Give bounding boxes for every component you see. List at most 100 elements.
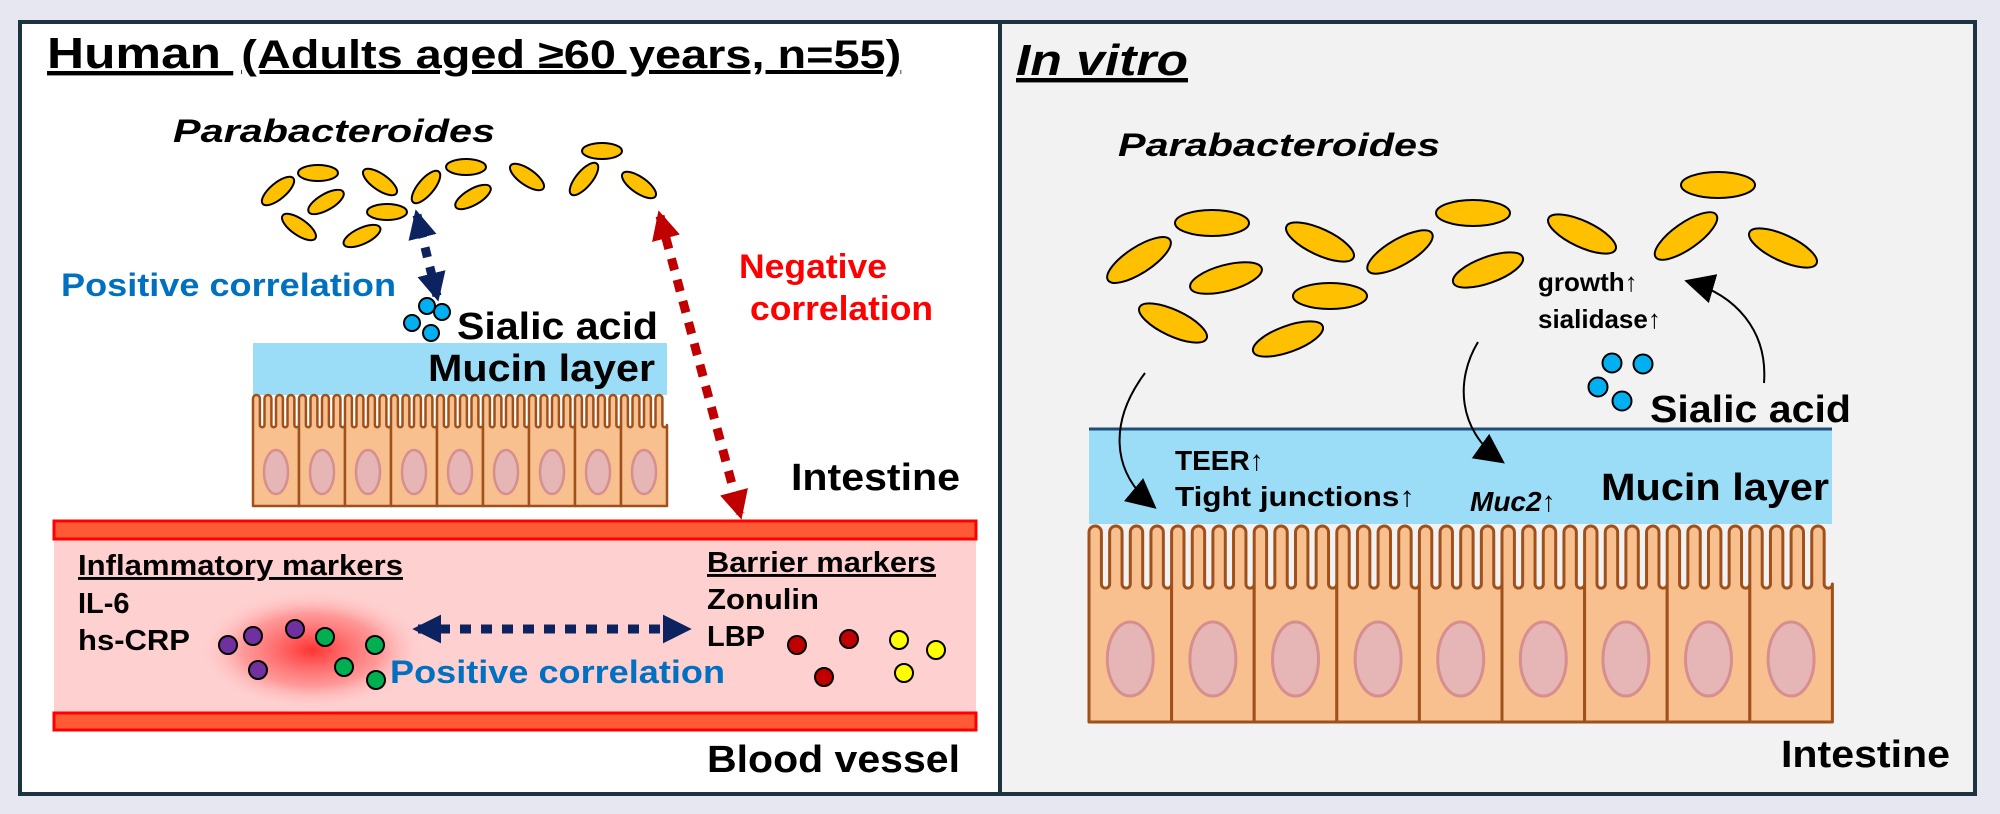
cell-nucleus <box>1518 620 1568 698</box>
bacterium <box>1106 236 1172 284</box>
sialic-acid-dot <box>1601 352 1623 374</box>
inflammatory-item-hscrp: hs-CRP <box>78 625 190 657</box>
barrier-item-zonulin: Zonulin <box>707 584 819 616</box>
negative-correlation-arrow <box>652 210 748 520</box>
marker-dot <box>366 670 386 690</box>
bacterium <box>260 175 296 207</box>
tight-junctions-label: Tight junctions↑ <box>1175 481 1415 512</box>
cell-nucleus <box>630 448 658 496</box>
muc2-up-arrow: ↑ <box>1542 486 1556 517</box>
marker-dot <box>889 630 909 650</box>
bacterium <box>1547 213 1617 255</box>
marker-dot <box>248 660 268 680</box>
bacterium <box>1251 320 1325 358</box>
marker-dot <box>814 667 834 687</box>
positive-correlation-arrow <box>408 209 446 302</box>
positive-correlation-label: Positive correlation <box>61 267 396 303</box>
marker-dot <box>787 635 807 655</box>
inflammatory-markers-title: Inflammatory markers <box>78 550 403 582</box>
cell-nucleus <box>1766 620 1816 698</box>
tight-junction-curved-arrow <box>1118 372 1157 509</box>
negative-correlation-line2: correlation <box>750 290 933 328</box>
bacterium <box>361 167 399 197</box>
cell-nucleus <box>1105 620 1155 698</box>
muc2-curved-arrow <box>1462 341 1505 464</box>
blood-positive-correlation-label: Positive correlation <box>390 654 725 690</box>
sialic-acid-dot <box>422 324 440 342</box>
bacterium <box>620 170 658 200</box>
marker-dot <box>334 657 354 677</box>
bacterium <box>1653 211 1719 261</box>
sialic-acid-dot <box>1587 376 1609 398</box>
marker-dot <box>218 635 238 655</box>
marker-dot <box>365 635 385 655</box>
sialidase-label: sialidase↑ <box>1538 304 1661 334</box>
vessel-wall-top <box>52 519 978 541</box>
negative-correlation-line1: Negative <box>739 248 887 286</box>
bacterium <box>508 162 546 192</box>
sialic-acid-dot <box>1611 390 1633 412</box>
invitro-sialic-acid-label: Sialic acid <box>1650 389 1851 431</box>
human-mucin-label: Mucin layer <box>428 348 655 390</box>
bacterium <box>568 161 600 197</box>
cell-nucleus <box>308 448 336 496</box>
bacterium <box>1292 282 1368 310</box>
marker-dot <box>839 629 859 649</box>
bacterium <box>297 164 339 182</box>
bacterium <box>1451 251 1525 289</box>
muc2-label: Muc2↑ <box>1470 486 1556 517</box>
cell-nucleus <box>1436 620 1486 698</box>
invitro-intestine-label: Intestine <box>1781 734 1950 776</box>
cell-nucleus <box>538 448 566 496</box>
cell-nucleus <box>1684 620 1733 698</box>
cell-nucleus <box>400 448 428 496</box>
bacterium <box>1748 227 1818 269</box>
bacterium <box>307 188 345 216</box>
bacterium <box>581 142 623 160</box>
human-mucin-layer <box>253 343 667 395</box>
sialic-acid-dot <box>403 314 421 332</box>
invitro-title: In vitro <box>1016 36 1188 85</box>
human-bacteria-cluster <box>260 142 658 249</box>
invitro-mucin-label: Mucin layer <box>1601 467 1829 509</box>
cell-nucleus <box>446 448 474 496</box>
blood-vessel-label: Blood vessel <box>707 739 960 781</box>
cell-nucleus <box>262 448 290 496</box>
sialic-acid-dot <box>433 303 451 321</box>
bacterium <box>454 183 492 211</box>
cell-nucleus <box>584 448 612 496</box>
muc2-gene: Muc2 <box>1470 486 1542 517</box>
human-sialic-acid-label: Sialic acid <box>457 306 658 348</box>
marker-dot <box>285 619 305 639</box>
bacterium <box>1680 171 1756 199</box>
sialic-acid-dots <box>403 297 451 342</box>
human-epithelial-cells <box>251 393 669 508</box>
human-title-sub: (Adults aged ≥60 years, n=55) <box>241 33 901 77</box>
invitro-sialic-acid-dots <box>1587 352 1654 412</box>
marker-dot <box>926 640 946 660</box>
human-title: Human (Adults aged ≥60 years, n=55) <box>47 29 901 78</box>
marker-dot <box>894 663 914 683</box>
invitro-bacteria-cluster <box>1106 171 1818 358</box>
teer-label: TEER↑ <box>1175 445 1264 476</box>
cell-nucleus <box>354 448 382 496</box>
growth-label: growth↑ <box>1538 267 1638 297</box>
bacterium <box>342 223 382 249</box>
invitro-epithelial-cells <box>1087 524 1834 724</box>
blood-marker-dots <box>218 619 946 690</box>
sialic-acid-dot <box>418 297 436 315</box>
bacterium <box>1285 221 1355 263</box>
marker-dot <box>243 626 263 646</box>
sialic-acid-dot <box>1632 353 1654 375</box>
bacterium <box>1174 209 1250 237</box>
cell-nucleus <box>1271 620 1320 698</box>
bacterium <box>280 212 318 242</box>
human-intestine-label: Intestine <box>791 457 960 499</box>
bacterium <box>1366 229 1434 275</box>
bacterium <box>1138 302 1208 344</box>
vessel-wall-bottom <box>52 711 978 732</box>
human-title-main: Human <box>47 29 221 78</box>
cell-nucleus <box>492 448 520 496</box>
barrier-item-lbp: LBP <box>707 621 765 653</box>
